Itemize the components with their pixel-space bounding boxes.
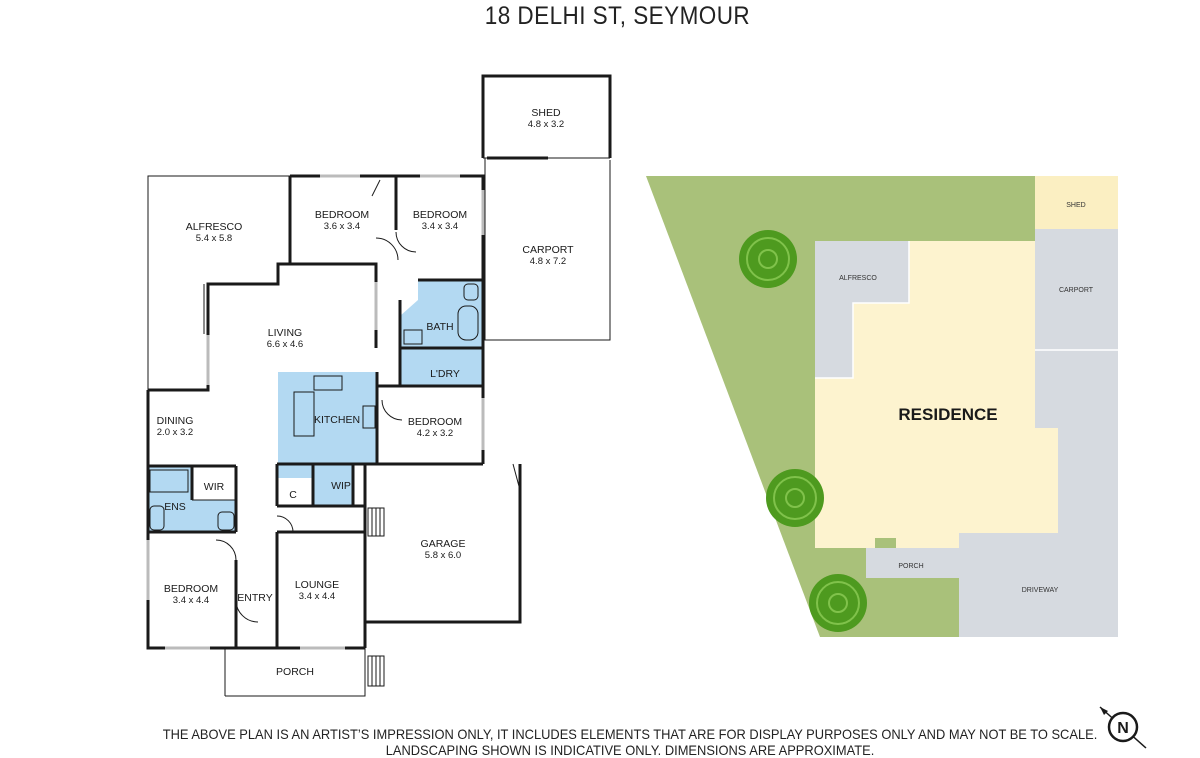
site-alfresco-label: ALFRESCO [839,275,877,282]
wet-areas [148,280,483,532]
ensuite-area [148,466,192,532]
site-driveway [959,533,1118,637]
site-residence [815,241,1058,548]
room-bedroom2-dim: 3.4 x 3.4 [422,221,458,232]
room-bedroom4-name: BEDROOM [164,583,218,595]
room-ens-name: ENS [164,501,186,513]
north-compass-icon: N [1099,706,1147,749]
plan-title: 18 DELHI ST, SEYMOUR [484,2,751,30]
room-garage-name: GARAGE [421,538,466,550]
tree-icon [809,574,867,632]
site-plan: SHED ALFRESCO CARPORT RESIDENCE PORCH DR… [646,176,1118,637]
laundry-area [400,348,483,386]
room-lounge-name: LOUNGE [295,579,339,591]
room-bath-name: BATH [426,321,453,333]
room-dining-name: DINING [157,415,194,427]
kitchen-area [278,372,377,506]
room-bedroom1-dim: 3.6 x 3.4 [324,221,360,232]
site-driveway-label: DRIVEWAY [1022,587,1059,594]
room-porch-name: PORCH [276,666,314,678]
disclaimer: THE ABOVE PLAN IS AN ARTIST’S IMPRESSION… [50,726,1200,758]
site-porch [866,548,959,578]
room-garage-dim: 5.8 x 6.0 [425,550,461,561]
room-living-dim: 6.6 x 4.6 [267,339,303,350]
room-alfresco-name: ALFRESCO [186,221,243,233]
shed-carport-outline [481,74,612,341]
room-laundry-name: L'DRY [430,368,460,380]
room-kitchen-name: KITCHEN [314,414,360,426]
room-wip-name: WIP [331,480,351,492]
room-dining-dim: 2.0 x 3.2 [157,427,193,438]
site-carport-label: CARPORT [1059,287,1094,294]
site-alfresco [815,241,909,378]
site-shed-label: SHED [1066,202,1085,209]
room-carport-name: CARPORT [522,244,574,256]
compass-label: N [1117,720,1129,737]
room-bedroom2-name: BEDROOM [413,209,467,221]
room-lounge-dim: 3.4 x 4.4 [299,591,335,602]
room-labels: SHED 4.8 x 3.2 ALFRESCO 5.4 x 5.8 BEDROO… [157,107,575,678]
site-residence-label: RESIDENCE [898,405,997,424]
room-bedroom4-dim: 3.4 x 4.4 [173,595,209,606]
doors [203,179,521,623]
room-alfresco-dim: 5.4 x 5.8 [196,233,232,244]
room-carport-dim: 4.8 x 7.2 [530,256,566,267]
fixtures [149,283,479,687]
room-bedroom1-name: BEDROOM [315,209,369,221]
tree-icon [766,469,824,527]
windows [146,174,485,650]
ensuite-area-2 [192,500,236,532]
disclaimer-line-1: THE ABOVE PLAN IS AN ARTIST’S IMPRESSION… [162,726,1098,742]
room-living-name: LIVING [268,327,302,339]
room-cupboard-name: C [289,489,297,501]
room-shed-dim: 4.8 x 3.2 [528,119,564,130]
room-bedroom3-dim: 4.2 x 3.2 [417,428,453,439]
tree-icon [739,230,797,288]
disclaimer-line-2: LANDSCAPING SHOWN IS INDICATIVE ONLY. DI… [385,742,875,758]
room-entry-name: ENTRY [237,592,272,604]
site-porch-label: PORCH [898,563,923,570]
bath-area [400,280,483,348]
room-bedroom3-name: BEDROOM [408,416,462,428]
room-wir-name: WIR [204,481,225,493]
site-shed [1035,176,1118,229]
room-shed-name: SHED [531,107,561,119]
